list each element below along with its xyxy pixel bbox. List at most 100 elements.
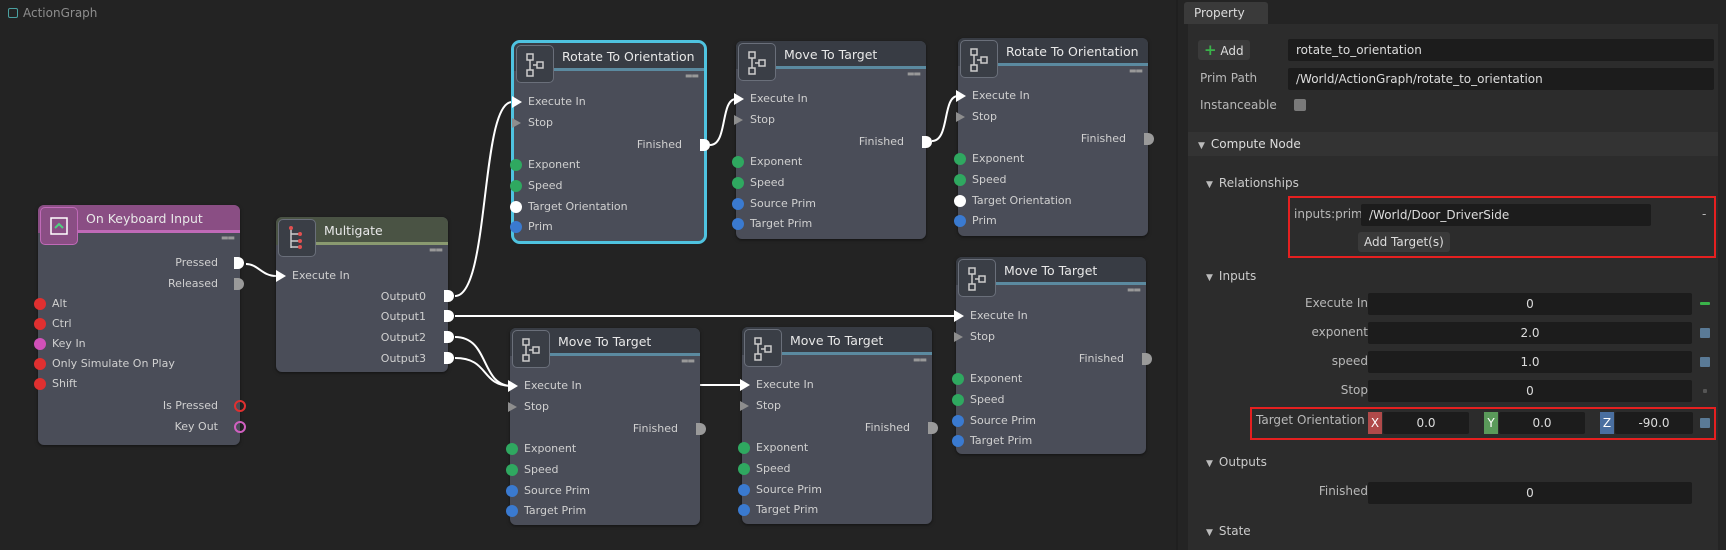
- shift-pin[interactable]: [34, 378, 46, 390]
- output2-pin[interactable]: [444, 331, 454, 343]
- key-out-pin[interactable]: [234, 421, 246, 433]
- execute-in-pin[interactable]: [508, 380, 518, 392]
- finished-pin[interactable]: [922, 136, 932, 148]
- output-finished-field[interactable]: 0: [1368, 482, 1692, 504]
- finished-pin[interactable]: [696, 423, 706, 435]
- target-prim-pin[interactable]: [952, 435, 964, 447]
- execute-in-pin[interactable]: [956, 90, 966, 102]
- only-simulate-pin[interactable]: [34, 358, 46, 370]
- node-multigate[interactable]: Multigate ▬▬ Execute In Output0 Output1 …: [276, 217, 454, 372]
- stop-pin[interactable]: [512, 118, 521, 128]
- node-rotate-to-orientation-1[interactable]: Rotate To Orientation ▬▬ Execute In Stop…: [510, 40, 710, 244]
- ctrl-pin[interactable]: [34, 318, 46, 330]
- prim-pin[interactable]: [954, 215, 966, 227]
- prim-pin[interactable]: [510, 221, 522, 233]
- input-speed-field[interactable]: 1.0: [1368, 351, 1692, 373]
- pressed-pin[interactable]: [234, 257, 244, 269]
- prim-path-field[interactable]: /World/ActionGraph/rotate_to_orientation: [1288, 68, 1714, 90]
- speed-pin[interactable]: [506, 464, 518, 476]
- released-pin[interactable]: [234, 278, 244, 290]
- node-header: Move To Target: [956, 257, 1146, 297]
- section-relationships[interactable]: ▼Relationships: [1196, 172, 1710, 194]
- instanceable-checkbox[interactable]: [1294, 99, 1306, 111]
- section-inputs[interactable]: ▼Inputs: [1196, 265, 1710, 287]
- execute-in-pin[interactable]: [734, 93, 744, 105]
- node-move-to-target-1[interactable]: Move To Target ▬▬ Execute In Stop Finish…: [732, 41, 932, 239]
- stop-pin[interactable]: [956, 112, 965, 122]
- input-stop-field[interactable]: 0: [1368, 380, 1692, 402]
- node-on-keyboard-input[interactable]: On Keyboard Input ▬▬ Pressed Released Al…: [34, 205, 246, 445]
- node-move-to-target-4[interactable]: Move To Target ▬▬ Execute In Stop Finish…: [952, 257, 1152, 454]
- speed-pin[interactable]: [738, 463, 750, 475]
- target-orientation-z-field[interactable]: -90.0: [1615, 412, 1693, 434]
- stop-pin[interactable]: [734, 115, 743, 125]
- port-only-simulate-on-play: Only Simulate On Play: [52, 357, 175, 370]
- header-accent: [776, 66, 926, 69]
- add-targets-button[interactable]: Add Target(s): [1358, 232, 1450, 252]
- target-orientation-pin[interactable]: [510, 201, 522, 213]
- exponent-pin[interactable]: [510, 159, 522, 171]
- section-compute-node[interactable]: ▼Compute Node: [1188, 132, 1718, 156]
- tab-property[interactable]: Property: [1184, 2, 1268, 24]
- node-header: Multigate: [276, 217, 448, 257]
- port-target-prim: Target Prim: [756, 503, 819, 516]
- execute-in-pin[interactable]: [954, 310, 964, 322]
- target-orientation-y-field[interactable]: 0.0: [1499, 412, 1585, 434]
- section-state[interactable]: ▼State: [1196, 520, 1710, 542]
- source-prim-pin[interactable]: [738, 484, 750, 496]
- finished-pin[interactable]: [1144, 133, 1154, 145]
- node-rotate-to-orientation-2[interactable]: Rotate To Orientation ▬▬ Execute In Stop…: [954, 38, 1154, 236]
- speed-pin[interactable]: [510, 180, 522, 192]
- exponent-pin[interactable]: [952, 373, 964, 385]
- target-prim-pin[interactable]: [732, 218, 744, 230]
- name-field[interactable]: rotate_to_orientation: [1288, 39, 1714, 61]
- exponent-pin[interactable]: [738, 442, 750, 454]
- execute-in-pin[interactable]: [276, 270, 286, 282]
- node-move-to-target-3[interactable]: Move To Target ▬▬ Execute In Stop Finish…: [738, 327, 938, 524]
- execute-in-pin[interactable]: [740, 379, 750, 391]
- source-prim-pin[interactable]: [952, 415, 964, 427]
- stop-pin[interactable]: [740, 401, 749, 411]
- node-title: Move To Target: [790, 333, 884, 348]
- key-in-pin[interactable]: [34, 338, 46, 350]
- add-button[interactable]: + Add: [1198, 40, 1250, 60]
- exponent-pin[interactable]: [506, 443, 518, 455]
- plus-icon: +: [1204, 41, 1217, 59]
- source-prim-pin[interactable]: [732, 198, 744, 210]
- execute-in-pin[interactable]: [512, 96, 522, 108]
- default-value-icon[interactable]: [1700, 328, 1710, 338]
- stop-pin[interactable]: [508, 402, 517, 412]
- target-prim-pin[interactable]: [506, 505, 518, 517]
- exponent-pin[interactable]: [732, 156, 744, 168]
- default-value-icon[interactable]: [1700, 418, 1710, 428]
- speed-pin[interactable]: [954, 174, 966, 186]
- target-orientation-pin[interactable]: [954, 195, 966, 207]
- action-graph-canvas[interactable]: ActionGraph On Keyboard Input ▬▬ Pressed…: [0, 0, 1176, 550]
- port-speed: Speed: [750, 176, 785, 189]
- default-value-icon[interactable]: [1700, 357, 1710, 367]
- input-exponent-field[interactable]: 2.0: [1368, 322, 1692, 344]
- target-prim-pin[interactable]: [738, 504, 750, 516]
- section-outputs[interactable]: ▼Outputs: [1196, 451, 1710, 473]
- output3-pin[interactable]: [444, 352, 454, 364]
- alt-pin[interactable]: [34, 298, 46, 310]
- target-orientation-x-field[interactable]: 0.0: [1383, 412, 1469, 434]
- is-pressed-pin[interactable]: [234, 400, 246, 412]
- highlight-box-target-orientation: [1250, 407, 1716, 440]
- input-execute-in-field[interactable]: 0: [1368, 293, 1692, 315]
- exponent-pin[interactable]: [954, 153, 966, 165]
- relationship-target-field[interactable]: /World/Door_DriverSide: [1361, 204, 1651, 226]
- speed-pin[interactable]: [732, 177, 744, 189]
- node-move-to-target-2[interactable]: Move To Target ▬▬ Execute In Stop Finish…: [506, 328, 706, 525]
- output0-pin[interactable]: [444, 290, 454, 302]
- finished-pin[interactable]: [1142, 353, 1152, 365]
- output1-pin[interactable]: [444, 310, 454, 322]
- speed-pin[interactable]: [952, 394, 964, 406]
- remove-target-button[interactable]: -: [1702, 207, 1707, 221]
- move-node-icon: [512, 330, 550, 368]
- port-pressed: Pressed: [175, 256, 218, 269]
- source-prim-pin[interactable]: [506, 485, 518, 497]
- finished-pin[interactable]: [700, 139, 710, 151]
- finished-pin[interactable]: [928, 422, 938, 434]
- stop-pin[interactable]: [954, 332, 963, 342]
